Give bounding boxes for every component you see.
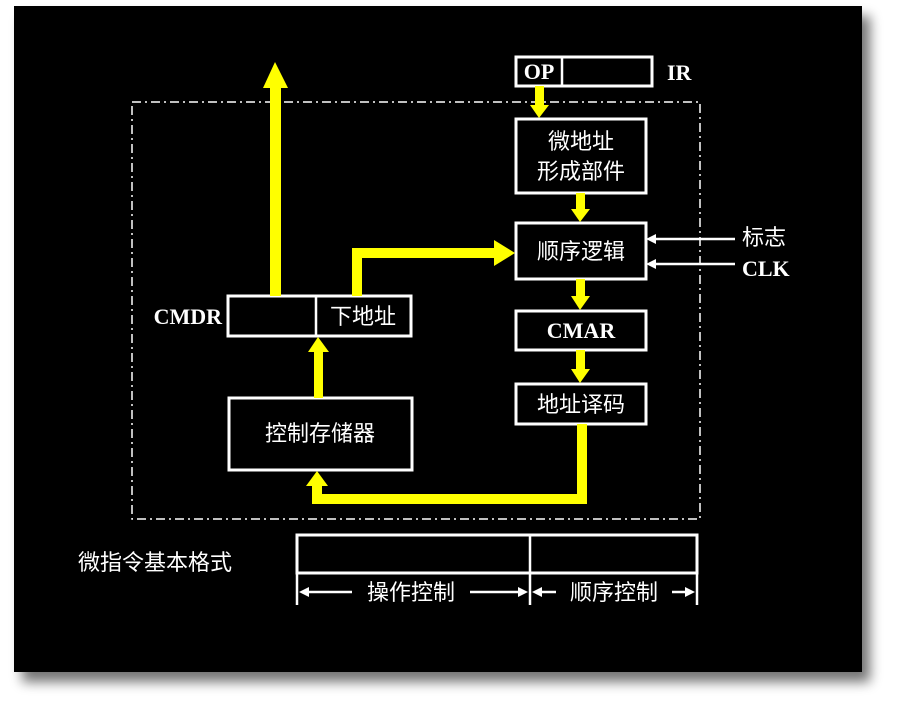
op-control-arrow-left — [299, 587, 309, 597]
micro-address-generator-line2: 形成部件 — [537, 160, 625, 185]
next-address-across-shaft — [352, 248, 496, 258]
memory-to-cmdr-shaft — [314, 350, 323, 398]
control-memory-label: 控制存储器 — [265, 422, 375, 447]
op-to-generator-shaft — [535, 86, 544, 107]
operation-control-label: 操作控制 — [367, 581, 455, 606]
next-address-to-sequence-arrowhead — [494, 240, 515, 266]
ir-register — [514, 55, 654, 88]
generator-to-sequence-arrowhead — [571, 209, 590, 222]
sequence-logic-label: 顺序逻辑 — [537, 240, 625, 265]
next-address-field-label: 下地址 — [330, 305, 396, 330]
microinstruction-format-box — [295, 533, 699, 575]
cmar-label: CMAR — [547, 318, 617, 343]
next-address-up-shaft — [352, 248, 362, 296]
op-field-label: OP — [524, 59, 555, 84]
slide-background — [14, 6, 862, 672]
generator-to-sequence-shaft — [576, 193, 585, 211]
sequence-control-label: 顺序控制 — [570, 581, 658, 606]
cmar-to-decoder-shaft — [576, 350, 585, 371]
control-unit-boundary — [131, 101, 701, 520]
sequence-to-cmar-arrowhead — [571, 296, 590, 310]
format-title: 微指令基本格式 — [78, 551, 232, 576]
op-to-generator-arrowhead — [530, 105, 549, 118]
cmar-to-decoder-arrowhead — [571, 369, 590, 383]
decoder-down-shaft — [577, 424, 587, 504]
clk-label: CLK — [742, 256, 790, 281]
decoder-to-memory-arrowhead — [306, 471, 328, 486]
cmdr-label: CMDR — [154, 304, 224, 329]
cmdr-output-arrowhead — [263, 62, 288, 88]
seq-control-arrow-left — [532, 587, 542, 597]
flag-input-arrowhead — [646, 234, 656, 244]
cmdr-output-shaft — [270, 84, 281, 296]
address-decoder-label: 地址译码 — [537, 393, 625, 418]
decoder-return-shaft — [312, 494, 587, 504]
cmdr-register — [226, 294, 413, 338]
clk-input-arrowhead — [646, 259, 656, 269]
seq-control-arrow-right — [685, 587, 695, 597]
flag-label: 标志 — [742, 226, 786, 251]
memory-return-shaft — [312, 484, 322, 504]
op-control-arrow-right — [518, 587, 528, 597]
micro-address-generator-line1: 微地址 — [548, 130, 614, 155]
memory-to-cmdr-arrowhead — [308, 337, 329, 352]
yellow-data-paths — [263, 62, 590, 504]
sequence-to-cmar-shaft — [576, 279, 585, 298]
ir-label: IR — [667, 60, 693, 85]
